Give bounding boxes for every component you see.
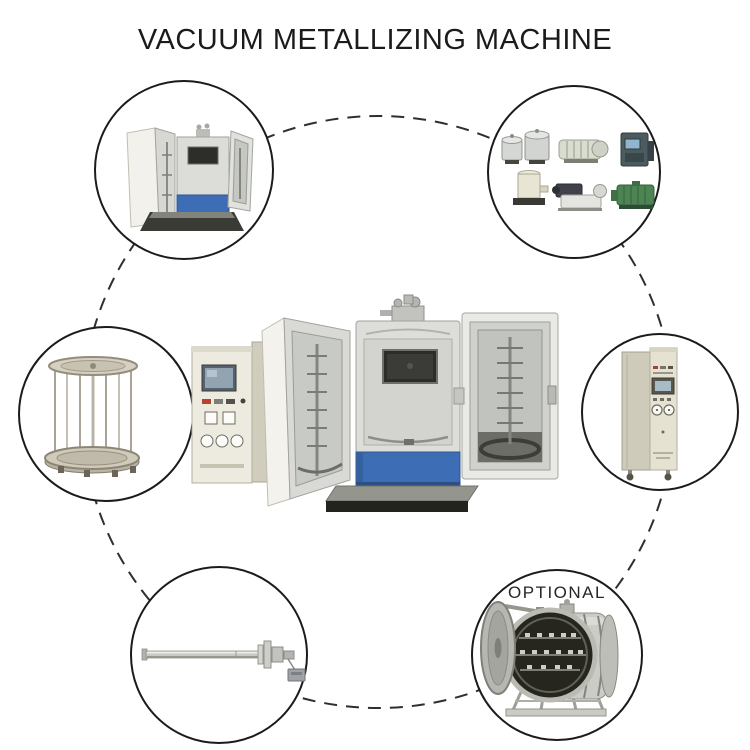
vacuum-pump-set-icon — [501, 129, 655, 211]
plc-cabinet — [191, 341, 269, 484]
left-chamber-door — [261, 317, 351, 507]
loading-platform — [325, 485, 479, 512]
rotating-rack-jig-icon — [44, 356, 140, 477]
optional-label: OPTIONAL — [508, 583, 606, 602]
horizontal-vacuum-chamber-icon — [480, 599, 619, 717]
vacuum-chamber — [355, 294, 461, 487]
electrical-control-cabinet-icon — [621, 347, 678, 481]
node-circle-top-right — [487, 85, 661, 259]
evaporation-source-rod-icon — [141, 640, 306, 682]
page-title: VACUUM METALLIZING MACHINE — [137, 24, 613, 56]
right-chamber-door — [453, 312, 559, 480]
metallizer-front-doors-open-icon — [126, 123, 254, 231]
main-machine-illustration — [191, 294, 559, 512]
